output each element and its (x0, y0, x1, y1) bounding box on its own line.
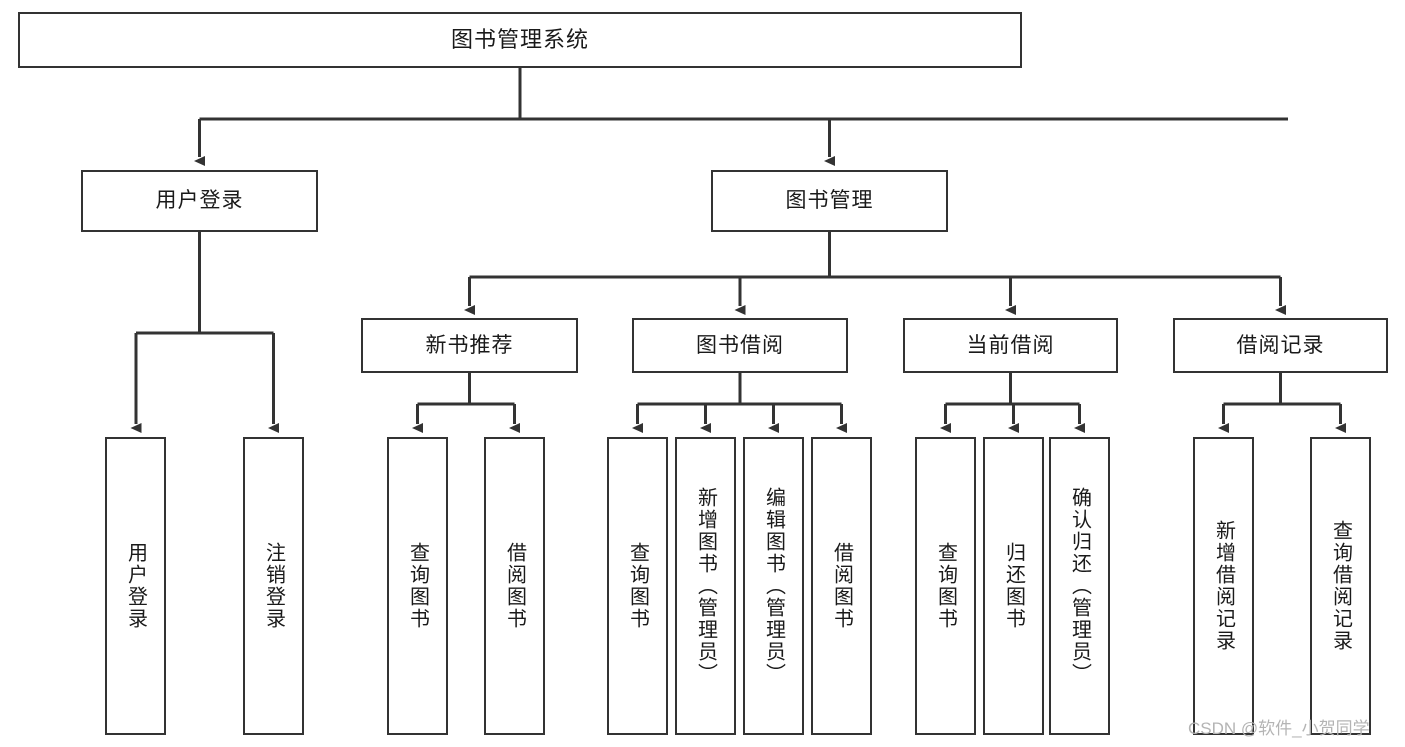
node-user-login[interactable]: 用户登录 (81, 170, 318, 232)
node-book-management[interactable]: 图书管理 (711, 170, 948, 232)
node-label: 借阅图书 (830, 542, 853, 630)
node-label: 查询图书 (934, 542, 957, 630)
node-label: 当前借阅 (966, 333, 1055, 357)
node-current-borrow[interactable]: 当前借阅 (903, 318, 1118, 373)
node-label: 借阅图书 (503, 542, 526, 630)
node-label: 图书管理 (785, 189, 874, 213)
node-leaf[interactable]: 查询借阅记录 (1310, 437, 1371, 735)
node-leaf[interactable]: 新增借阅记录 (1193, 437, 1254, 735)
node-label: 编辑图书（管理员） (762, 487, 785, 685)
node-label: 新增图书（管理员） (694, 487, 717, 685)
node-label: 注销登录 (262, 542, 285, 630)
node-leaf[interactable]: 归还图书 (983, 437, 1044, 735)
node-leaf[interactable]: 注销登录 (243, 437, 304, 735)
node-leaf[interactable]: 借阅图书 (811, 437, 872, 735)
node-label: 用户登录 (155, 189, 244, 213)
node-label: 图书借阅 (696, 333, 784, 357)
node-label: 确认归还（管理员） (1068, 487, 1091, 685)
node-leaf[interactable]: 确认归还（管理员） (1049, 437, 1110, 735)
node-label: 借阅记录 (1236, 333, 1325, 357)
node-label: 查询借阅记录 (1329, 520, 1352, 652)
node-leaf[interactable]: 查询图书 (607, 437, 668, 735)
node-label: 查询图书 (626, 542, 649, 630)
node-label: 新增借阅记录 (1212, 520, 1235, 652)
node-label: 归还图书 (1002, 542, 1025, 630)
node-leaf[interactable]: 用户登录 (105, 437, 166, 735)
node-leaf[interactable]: 查询图书 (387, 437, 448, 735)
csdn-watermark: CSDN @软件_小贺同学 (1188, 719, 1370, 738)
node-new-book-recommend[interactable]: 新书推荐 (361, 318, 578, 373)
node-leaf[interactable]: 借阅图书 (484, 437, 545, 735)
node-label: 用户登录 (124, 542, 147, 630)
node-label: 查询图书 (406, 542, 429, 630)
node-root-system[interactable]: 图书管理系统 (18, 12, 1022, 68)
node-label: 新书推荐 (425, 333, 514, 357)
node-book-borrow[interactable]: 图书借阅 (632, 318, 848, 373)
node-borrow-record[interactable]: 借阅记录 (1173, 318, 1388, 373)
node-leaf[interactable]: 新增图书（管理员） (675, 437, 736, 735)
node-leaf[interactable]: 编辑图书（管理员） (743, 437, 804, 735)
node-leaf[interactable]: 查询图书 (915, 437, 976, 735)
node-label: 图书管理系统 (450, 26, 589, 52)
